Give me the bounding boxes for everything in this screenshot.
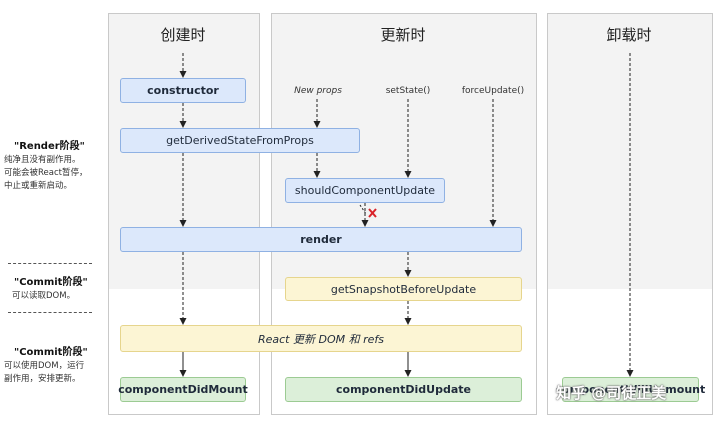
render-phase-title: "Render阶段" — [14, 141, 85, 152]
trigger-new-props: New props — [294, 86, 342, 96]
react-updates-dom-box: React 更新 DOM 和 refs — [120, 325, 522, 352]
pre-commit-phase-description: 可以读取DOM。 — [12, 291, 76, 301]
should-component-update-box: shouldComponentUpdate — [285, 178, 445, 203]
component-will-unmount-box: componentWillUnmount — [556, 377, 705, 402]
trigger-force-update: forceUpdate() — [461, 86, 525, 96]
get-snapshot-box: getSnapshotBeforeUpdate — [285, 277, 522, 301]
trigger-set-state: setState() — [385, 86, 431, 96]
commit-phase-description: 可以使用DOM，运行 副作用，安排更新。 — [4, 361, 85, 384]
component-did-mount-box: componentDidMount — [118, 377, 248, 402]
phase-separator — [8, 263, 92, 264]
phase-separator — [8, 312, 92, 313]
constructor-box: constructor — [120, 78, 246, 103]
get-derived-state-box: getDerivedStateFromProps — [120, 128, 360, 153]
arrow-should-update-stop — [359, 204, 367, 215]
commit-phase-title: "Commit阶段" — [14, 347, 88, 358]
render-box: render — [120, 227, 522, 252]
render-phase-description: 纯净且没有副作用。 可能会被React暂停， 中止或重新启动。 — [4, 155, 88, 191]
unmount-column-title: 卸载时 — [606, 26, 652, 44]
stop-x-icon — [368, 208, 377, 218]
watermark: 知乎 @司徒正美 — [556, 384, 667, 402]
component-did-update-box: componentDidUpdate — [285, 377, 522, 402]
pre-commit-phase-title: "Commit阶段" — [14, 277, 88, 288]
update-column-title: 更新时 — [380, 26, 426, 44]
mount-column-title: 创建时 — [160, 26, 206, 44]
